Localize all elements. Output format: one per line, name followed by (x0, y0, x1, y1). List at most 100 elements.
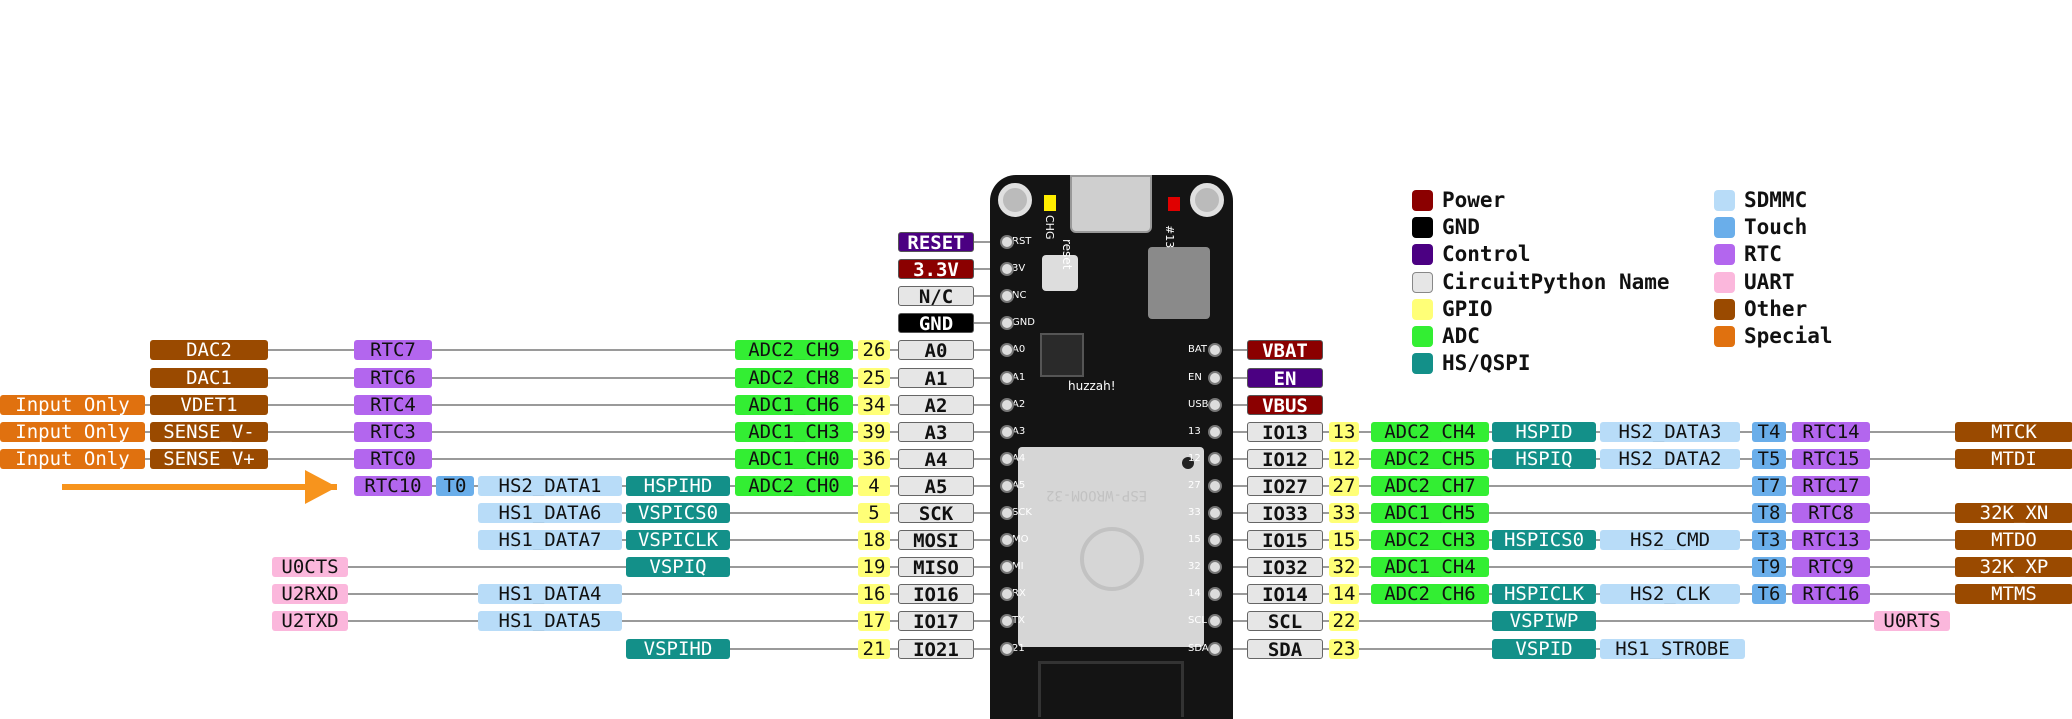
legend-swatch (1714, 271, 1735, 293)
highlight-arrow-icon (305, 470, 337, 504)
pin-io21-label: IO21 (898, 639, 974, 659)
pad-right (1208, 560, 1222, 574)
reset-label: reset (1060, 239, 1074, 270)
legend-label: GND (1442, 215, 1480, 240)
pad-left (1000, 371, 1014, 385)
label-adc-adc2-ch9: ADC2_CH9 (735, 340, 853, 360)
label-touch-t6: T6 (1752, 584, 1786, 604)
label-special-input-only: Input Only (0, 449, 145, 469)
silk-left-label: TX (1012, 615, 1025, 627)
label-adc-adc2-ch5: ADC2_CH5 (1371, 449, 1489, 469)
label-gpio-5: 5 (858, 503, 890, 523)
pin-a3-label: A3 (898, 422, 974, 442)
mounting-hole-left (998, 183, 1032, 217)
module-dot (1182, 457, 1194, 469)
mounting-hole-right (1190, 183, 1224, 217)
label-adc-adc1-ch5: ADC1_CH5 (1371, 503, 1489, 523)
pin-sda-label: SDA (1247, 639, 1323, 659)
label-gpio-23: 23 (1329, 639, 1359, 659)
highlight-arrow-shaft (62, 484, 337, 490)
label-rtc-rtc17: RTC17 (1792, 476, 1870, 496)
label-rtc-rtc3: RTC3 (354, 422, 432, 442)
pin-a5-label: A5 (898, 476, 974, 496)
label-hs-hspihd: HSPIHD (626, 476, 730, 496)
pad-left (1000, 425, 1014, 439)
label-uart-u0cts: U0CTS (272, 557, 348, 577)
label-other-vdet1: VDET1 (150, 395, 268, 415)
label-gpio-25: 25 (858, 368, 890, 388)
label-adc-adc2-ch0: ADC2_CH0 (735, 476, 853, 496)
pin-a4-label: A4 (898, 449, 974, 469)
huzzah-label: huzzah! (1068, 379, 1116, 393)
legend-swatch (1714, 190, 1735, 211)
pin-a1-label: A1 (898, 368, 974, 388)
silk-right-label: USB (1188, 398, 1209, 410)
label-touch-t0: T0 (436, 476, 474, 496)
label-other-32k-xp: 32K_XP (1955, 557, 2072, 577)
module-label: ESP-WROOM-32 (1046, 487, 1148, 503)
legend-label: GPIO (1442, 296, 1493, 321)
label-other-mtms: MTMS (1955, 584, 2072, 604)
pad-left (1000, 614, 1014, 628)
label-gpio-36: 36 (858, 449, 890, 469)
pin-io15-label: IO15 (1247, 530, 1323, 550)
silk-right-label: 27 (1188, 479, 1201, 491)
label-sdmmc-hs2-data3: HS2_DATA3 (1600, 422, 1740, 442)
pad-left (1000, 452, 1014, 466)
label-uart-u2rxd: U2RXD (272, 584, 348, 604)
silk-right-label: 14 (1188, 588, 1201, 600)
label-touch-t3: T3 (1752, 530, 1786, 550)
silk-right-label: SDA (1188, 642, 1209, 654)
led13-label: #13 (1163, 225, 1176, 249)
label-rtc-rtc4: RTC4 (354, 395, 432, 415)
legend-label: Other (1744, 296, 1808, 321)
silk-right-label: 33 (1188, 507, 1201, 518)
pad-right (1208, 614, 1222, 628)
chg-led (1044, 195, 1056, 211)
label-sdmmc-hs2-clk: HS2_CLK (1600, 584, 1740, 604)
silk-left-label: NC (1012, 290, 1027, 302)
label-rtc-rtc16: RTC16 (1792, 584, 1870, 604)
label-other-sense-v-: SENSE_V- (150, 422, 268, 442)
regulator-chip (1040, 333, 1084, 377)
label-rtc-rtc10: RTC10 (354, 476, 432, 496)
silk-left-label: GND (1012, 317, 1035, 329)
label-rtc-rtc14: RTC14 (1792, 422, 1870, 442)
label-hs-vspics0: VSPICS0 (626, 503, 730, 523)
silk-left-label: MI (1012, 561, 1024, 573)
legend-swatch (1714, 298, 1735, 320)
pad-left (1000, 479, 1014, 493)
pad-left (1000, 587, 1014, 601)
pad-left (1000, 289, 1014, 303)
silk-right-label: 15 (1188, 534, 1201, 546)
silk-left-label: RST (1012, 236, 1032, 247)
label-gpio-34: 34 (858, 395, 890, 415)
pin-io13-label: IO13 (1247, 422, 1323, 442)
label-touch-t4: T4 (1752, 422, 1786, 442)
label-adc-adc2-ch8: ADC2_CH8 (735, 368, 853, 388)
antenna-area (1038, 661, 1184, 717)
pad-left (1000, 316, 1014, 330)
label-gpio-14: 14 (1329, 584, 1359, 604)
label-hs-vspiclk: VSPICLK (626, 530, 730, 550)
pad-right (1208, 642, 1222, 656)
label-touch-t8: T8 (1752, 503, 1786, 523)
silk-left-label: A5 (1012, 479, 1026, 491)
pin-reset-label: RESET (898, 232, 974, 252)
label-adc-adc2-ch7: ADC2_CH7 (1371, 476, 1489, 496)
pin-scl-label: SCL (1247, 611, 1323, 631)
pad-right (1208, 371, 1222, 385)
silk-left-label: A4 (1012, 452, 1026, 464)
label-uart-u2txd: U2TXD (272, 611, 348, 631)
label-uart-u0rts: U0RTS (1874, 611, 1950, 631)
label-rtc-rtc8: RTC8 (1792, 503, 1870, 523)
legend-swatch (1714, 326, 1735, 347)
label-other-mtdi: MTDI (1955, 449, 2072, 469)
silk-right-label: EN (1188, 371, 1202, 383)
label-touch-t7: T7 (1752, 476, 1786, 496)
legend-swatch (1412, 353, 1433, 375)
pad-left (1000, 235, 1014, 249)
pad-left (1000, 262, 1014, 276)
label-gpio-12: 12 (1329, 449, 1359, 469)
